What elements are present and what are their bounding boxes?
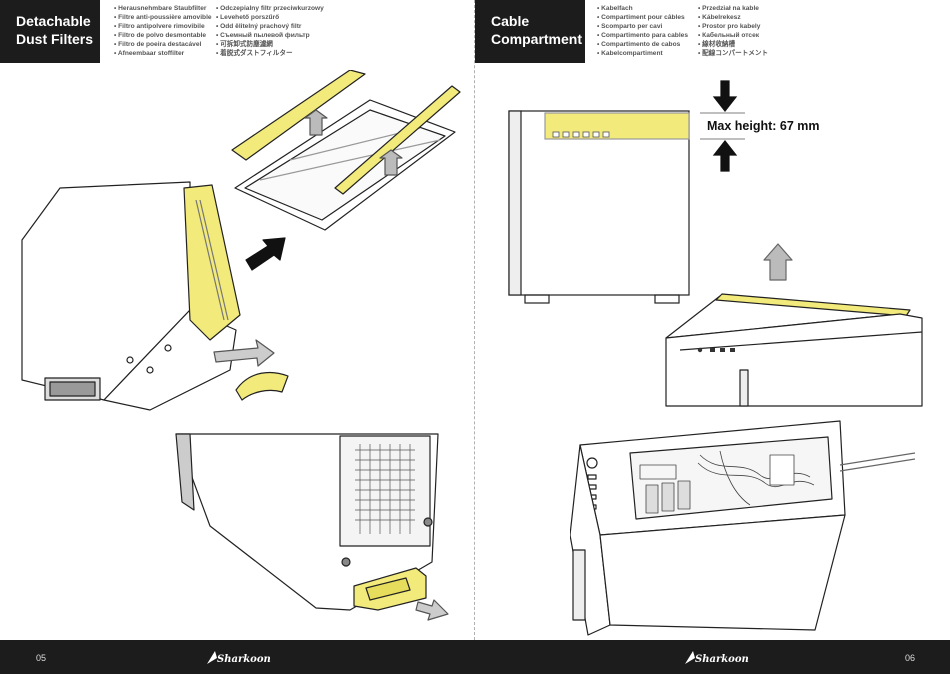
lang-item: • 線材收納槽	[698, 40, 736, 48]
language-list-2: • Przedział na kable • Kábelrekesz • Pro…	[698, 5, 768, 58]
title-line-1: Detachable	[16, 13, 91, 29]
lang-item: • Filtro antipolvere rimovibile	[114, 22, 205, 30]
sharkoon-logo-right: Sharkoon	[685, 651, 749, 665]
lang-item: • Kabelfach	[597, 5, 633, 12]
cable-compartment-side-view: Max height: 67 mm	[508, 80, 820, 304]
lang-item: • Przedział na kable	[698, 5, 759, 12]
page-number-right-footer: 06	[905, 653, 916, 663]
max-height-label: Max height: 67 mm	[707, 119, 820, 133]
language-list-1: • Herausnehmbare Staubfilter • Filtre an…	[114, 5, 212, 58]
footer-bar	[0, 640, 950, 674]
language-list-1: • Kabelfach • Compartiment pour câbles •…	[597, 5, 688, 58]
lang-item: • Prostor pro kabely	[698, 22, 761, 30]
title-line-2: Dust Filters	[16, 31, 94, 47]
lang-item: • 配線コンパートメント	[698, 49, 769, 57]
lang-item: • Кабельный отсек	[698, 31, 760, 39]
left-page: Detachable Dust Filters • Herausnehmbare…	[0, 0, 461, 663]
dust-filter-illustration-bottom	[175, 433, 449, 621]
lang-item: • Kábelrekesz	[698, 13, 741, 21]
lang-item: • Compartiment pour câbles	[597, 13, 685, 21]
lang-item: • Odczepialny filtr przeciwkurzowy	[216, 5, 324, 12]
section-title-cable-compartment: Cable Compartment	[475, 0, 585, 63]
lang-item: • 可拆卸式防塵濾網	[216, 40, 273, 48]
lang-item: • Compartimento de cabos	[597, 40, 681, 48]
sharkoon-logo-left: Sharkoon	[207, 651, 271, 665]
title-line-2: Compartment	[491, 31, 583, 47]
lang-item: • Filtre anti-poussière amovible	[114, 13, 212, 21]
cable-compartment-open-illustration	[570, 420, 916, 636]
lang-item: • 着脱式ダストフィルター	[216, 49, 293, 57]
lang-item: • Scomparto per cavi	[597, 22, 663, 30]
lang-item: • Filtro de poeira destacável	[114, 40, 202, 48]
lang-item: • Kabelcompartiment	[597, 49, 663, 57]
title-line-1: Cable	[491, 13, 530, 29]
brand-logo-text: Sharkoon	[695, 654, 749, 665]
brand-logo-text: Sharkoon	[217, 654, 271, 665]
cable-compartment-lid-illustration	[665, 243, 923, 407]
dust-filter-illustration-top	[21, 70, 461, 411]
lang-item: • Levehető porszűrő	[216, 13, 280, 21]
lang-item: • Съемный пылевой фильтр	[216, 31, 310, 39]
page-number-left-footer: 05	[36, 653, 47, 663]
section-title-dust-filters: Detachable Dust Filters	[0, 0, 100, 63]
lang-item: • Compartimento para cables	[597, 31, 688, 39]
right-page: Cable Compartment • Kabelfach • Comparti…	[475, 0, 950, 674]
lang-item: • Herausnehmbare Staubfilter	[114, 5, 207, 12]
lang-item: • Odd ělitelný prachový filtr	[216, 22, 302, 30]
lang-item: • Filtro de polvo desmontable	[114, 31, 207, 39]
language-list-2: • Odczepialny filtr przeciwkurzowy • Lev…	[216, 5, 324, 58]
lang-item: • Afneembaar stoffilter	[114, 49, 185, 57]
spine-divider	[474, 0, 475, 640]
